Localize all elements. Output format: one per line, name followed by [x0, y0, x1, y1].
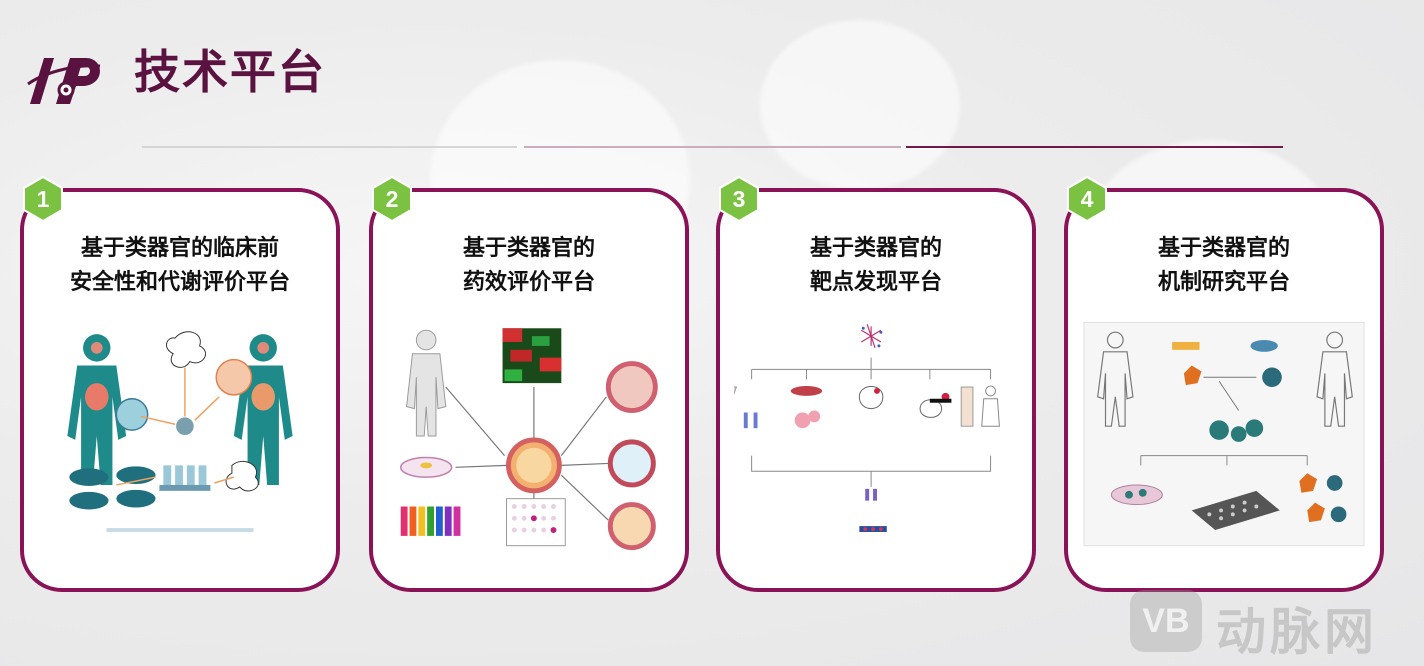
card-title: 基于类器官的 机制研究平台	[1157, 236, 1290, 295]
target-discovery-illustration	[734, 316, 1018, 556]
card-title: 基于类器官的 药效评价平台	[462, 236, 595, 295]
watermark-badge: VB	[1130, 590, 1202, 652]
divider-line	[142, 146, 517, 148]
hexagon-badge-icon: 1	[20, 176, 66, 222]
divider-line	[524, 146, 901, 148]
platform-card-2: 基于类器官的 药效评价平台	[369, 188, 689, 592]
platform-card-4: 基于类器官的 机制研究平台	[1064, 188, 1384, 592]
ip-logo-icon	[22, 44, 106, 108]
page-title: 技术平台	[134, 45, 326, 99]
hexagon-badge-icon: 2	[369, 176, 415, 222]
card-title: 基于类器官的 靶点发现平台	[809, 236, 942, 295]
watermark: VB 动脉网	[1130, 586, 1410, 661]
divider-line	[906, 146, 1283, 148]
drug-efficacy-illustration	[387, 316, 671, 556]
hexagon-badge-icon: 4	[1064, 176, 1110, 222]
platform-card-1: 基于类器官的临床前 安全性和代谢评价平台	[20, 188, 340, 592]
mechanism-research-illustration	[1082, 316, 1366, 556]
watermark-text: 动脉网	[1216, 603, 1378, 661]
background-blob	[760, 20, 960, 190]
card-title: 基于类器官的临床前 安全性和代谢评价平台	[69, 236, 290, 295]
badge-number: 2	[385, 186, 399, 212]
badge-number: 1	[36, 186, 50, 212]
badge-number: 3	[732, 186, 746, 212]
safety-metabolism-illustration	[38, 316, 322, 556]
badge-number: 4	[1080, 186, 1094, 212]
platform-card-3: 基于类器官的 靶点发现平台	[716, 188, 1036, 592]
hexagon-badge-icon: 3	[716, 176, 762, 222]
